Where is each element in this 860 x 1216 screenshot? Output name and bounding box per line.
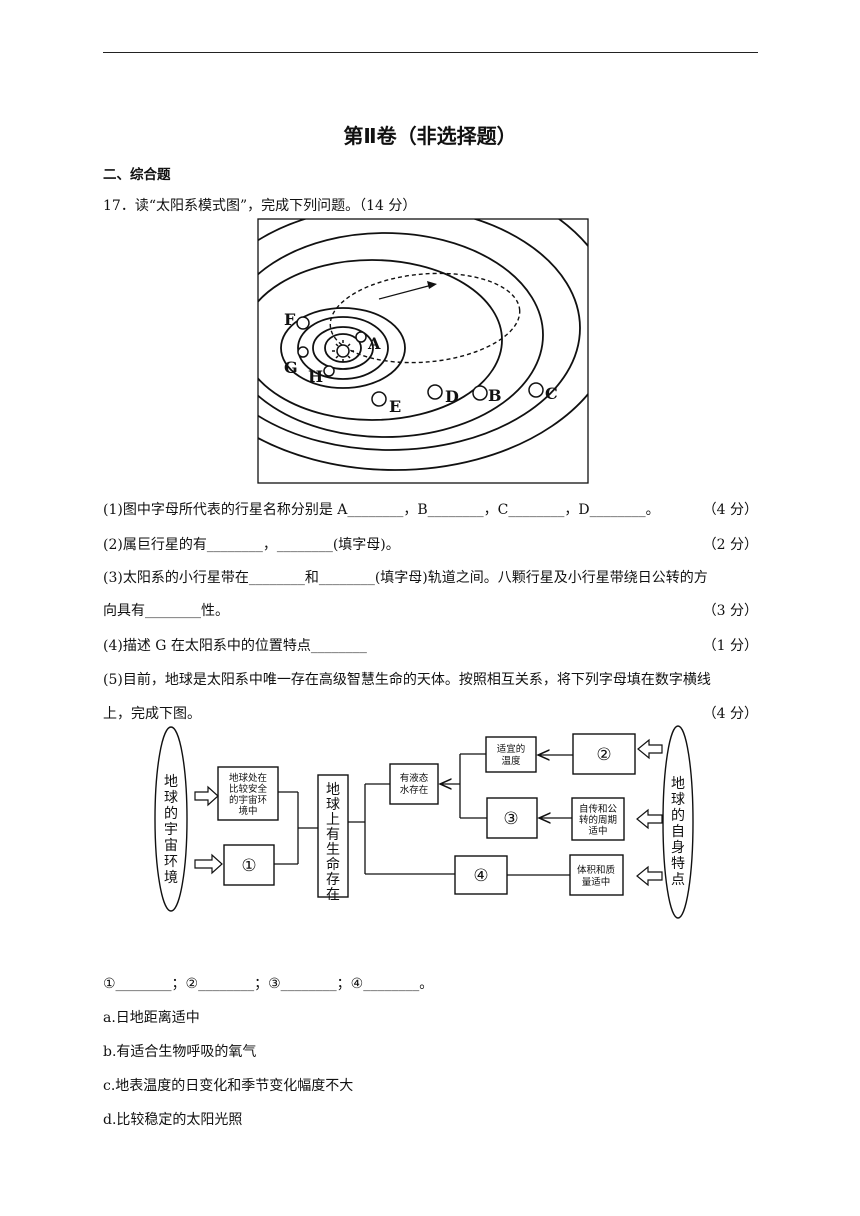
planet-C [528, 382, 544, 398]
q5-points: （4 分） [702, 706, 758, 722]
center-box [317, 774, 349, 898]
rotation-box [571, 797, 625, 841]
header-rule [103, 52, 758, 53]
circle4-box [454, 855, 508, 895]
label-B: B [488, 386, 502, 405]
orbit [258, 219, 588, 471]
planet-B [472, 385, 488, 401]
answer-line: ①________；②________；③________；④________。 [103, 976, 434, 992]
orbit [258, 219, 581, 451]
label-H: H [308, 367, 323, 386]
liquid-water-box [389, 763, 439, 805]
safe-env-label: 地球处在比较安全的宇宙环境中 [229, 772, 268, 817]
left-ellipse-label: 地球的宇宙环境 [164, 774, 178, 886]
choice-c: c.地表温度的日变化和季节变化幅度不大 [103, 1078, 354, 1094]
circle1-box [223, 844, 275, 886]
volume-box [569, 854, 624, 896]
solar-system-figure: A B C D E F G H [257, 218, 589, 484]
orbit [258, 259, 503, 421]
q5-text: 上，完成下图。 [103, 706, 201, 722]
q2-line: (2)属巨行星的有________，________(填字母)。 （2 分） [103, 535, 758, 555]
label-G: G [284, 358, 298, 377]
label-C: C [545, 384, 558, 403]
circle-4: ④ [473, 866, 488, 886]
sun-icon [332, 340, 354, 362]
q4-points: （1 分） [702, 638, 758, 654]
q2-points: （2 分） [702, 537, 758, 553]
choice-d: d.比较稳定的太阳光照 [103, 1112, 243, 1128]
q4-line: (4)描述 G 在太阳系中的位置特点________ （1 分） [103, 636, 758, 656]
circle-2: ② [596, 745, 611, 765]
volume-label: 体积和质量适中 [577, 864, 616, 888]
temp-box [485, 736, 537, 773]
arrow-head-icon [427, 281, 437, 289]
q3-line-a: (3)太阳系的小行星带在________和________(填字母)轨道之间。八… [103, 570, 708, 586]
q3-points: （3 分） [702, 603, 758, 619]
q5-line-b: 上，完成下图。 （4 分） [103, 704, 758, 724]
circle3-box [486, 797, 538, 839]
q2-text: (2)属巨行星的有________，________(填字母)。 [103, 537, 400, 553]
orbit [297, 316, 389, 380]
right-ellipse-label: 地球的自身特点 [671, 776, 685, 888]
orbit [258, 232, 544, 438]
label-E: E [389, 397, 401, 416]
hollow-arrow-icon [194, 738, 663, 887]
left-ellipse [154, 726, 188, 912]
planet-G [297, 346, 309, 358]
q5-line-a: (5)目前，地球是太阳系中唯一存在高级智慧生命的天体。按照相互关系，将下列字母填… [103, 672, 711, 688]
temp-label: 适宜的温度 [497, 743, 526, 767]
label-A: A [367, 334, 381, 353]
q1-text: (1)图中字母所代表的行星名称分别是 A________，B________，C… [103, 502, 660, 518]
q4-text: (4)描述 G 在太阳系中的位置特点________ [103, 638, 367, 654]
planet-D [427, 384, 443, 400]
planet-H [323, 365, 335, 377]
page-title: 第Ⅱ卷（非选择题） [343, 124, 517, 148]
right-ellipse [662, 725, 694, 919]
q3-line-b: 向具有________性。 （3 分） [103, 601, 758, 621]
q1-points: （4 分） [702, 502, 758, 518]
circle-1: ① [241, 856, 256, 876]
planet-E [371, 391, 387, 407]
comet-orbit [329, 272, 521, 364]
orbit [312, 326, 374, 370]
question-17-stem: 17．读“太阳系模式图”，完成下列问题。（14 分） [103, 198, 417, 214]
q1-line: (1)图中字母所代表的行星名称分别是 A________，B________，C… [103, 500, 758, 520]
safe-env-box [217, 766, 279, 821]
comet-arrow [378, 284, 433, 300]
circle-3: ③ [503, 809, 518, 829]
label-D: D [445, 387, 459, 406]
circle2-box [572, 733, 636, 775]
choice-a: a.日地距离适中 [103, 1010, 200, 1026]
label-F: F [284, 310, 296, 329]
planet-F [296, 316, 310, 330]
planet-A [355, 331, 367, 343]
section-heading: 二、综合题 [103, 167, 171, 183]
liquid-water-label: 有液态水存在 [400, 772, 429, 796]
choice-b: b.有适合生物呼吸的氧气 [103, 1044, 257, 1060]
earth-life-diagram: 地球的宇宙环境 地球的自身特点 地球上有生命存在 地球处在比较安全的宇宙环境中 … [154, 725, 694, 919]
rotation-label: 自传和公转的周期适中 [579, 803, 618, 837]
orbit [280, 307, 406, 389]
center-label: 地球上有生命存在 [326, 782, 340, 903]
q3-text: 向具有________性。 [103, 603, 229, 619]
